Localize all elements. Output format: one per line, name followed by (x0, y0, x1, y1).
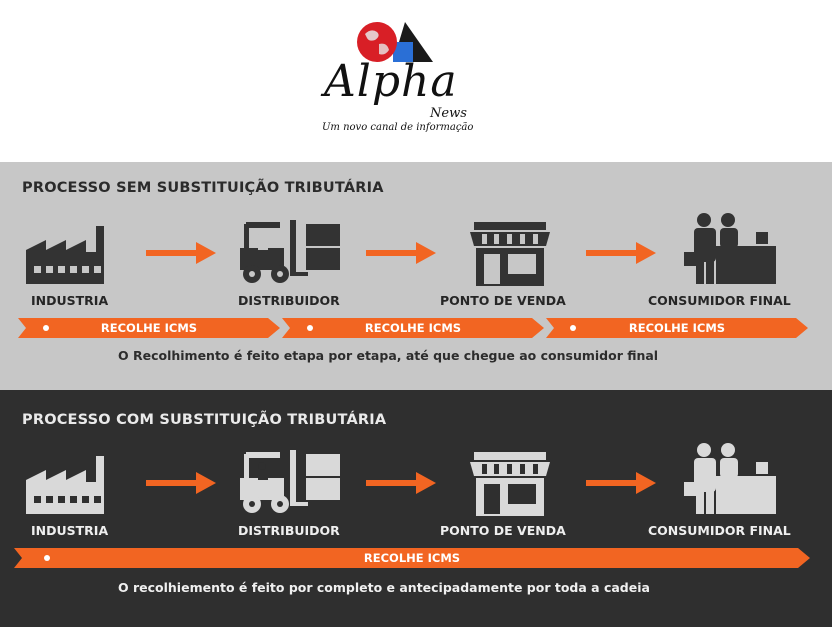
icms-band (546, 318, 808, 338)
stage-label-ponto-de-venda: PONTO DE VENDA (440, 523, 566, 538)
stage-label-distribuidor: DISTRIBUIDOR (238, 293, 340, 308)
forklift-icon (240, 450, 340, 513)
icms-band-full (14, 548, 810, 568)
icms-band-label: RECOLHE ICMS (100, 321, 198, 335)
logo-tagline: Um novo canal de informação (322, 122, 474, 133)
icms-band (282, 318, 544, 338)
arrow-right-icon (586, 472, 656, 494)
store-icon (470, 452, 550, 516)
alpha-news-logo: Alpha News Um novo canal de informação (300, 16, 500, 146)
arrow-right-icon (586, 242, 656, 264)
arrow-right-icon (366, 472, 436, 494)
band-dot (44, 555, 50, 561)
globe-logo-icon (357, 22, 433, 62)
panel-title: PROCESSO SEM SUBSTITUIÇÃO TRIBUTÁRIA (22, 180, 384, 196)
band-dot (570, 325, 576, 331)
stage-label-consumidor-final: CONSUMIDOR FINAL (648, 523, 791, 538)
arrow-right-icon (366, 242, 436, 264)
icms-band (18, 318, 280, 338)
factory-icon (26, 456, 104, 514)
icms-band-label: RECOLHE ICMS (628, 321, 726, 335)
consumer-icon (684, 443, 776, 514)
panel-note: O Recolhimento é feito etapa por etapa, … (118, 348, 659, 363)
stage-label-distribuidor: DISTRIBUIDOR (238, 523, 340, 538)
panel-without-st: PROCESSO SEM SUBSTITUIÇÃO TRIBUTÁRIA (0, 162, 832, 390)
icms-band-label: RECOLHE ICMS (363, 551, 461, 565)
arrow-right-icon (146, 242, 216, 264)
stage-label-consumidor-final: CONSUMIDOR FINAL (648, 293, 791, 308)
panel-note: O recolhiemento é feito por completo e a… (118, 580, 650, 595)
panel-title: PROCESSO COM SUBSTITUIÇÃO TRIBUTÁRIA (22, 412, 387, 428)
logo-brand-text: Alpha (324, 56, 458, 107)
panel-with-st: PROCESSO COM SUBSTITUIÇÃO TRIBUTÁRIA (0, 390, 832, 627)
band-dot (307, 325, 313, 331)
logo-news-text: News (430, 106, 467, 121)
stage-label-ponto-de-venda: PONTO DE VENDA (440, 293, 566, 308)
icms-band-label: RECOLHE ICMS (364, 321, 462, 335)
forklift-icon (240, 220, 340, 283)
consumer-icon (684, 213, 776, 284)
stage-label-industria: INDUSTRIA (31, 523, 109, 538)
band-dot (43, 325, 49, 331)
stage-label-industria: INDUSTRIA (31, 293, 109, 308)
store-icon (470, 222, 550, 286)
arrow-right-icon (146, 472, 216, 494)
factory-icon (26, 226, 104, 284)
